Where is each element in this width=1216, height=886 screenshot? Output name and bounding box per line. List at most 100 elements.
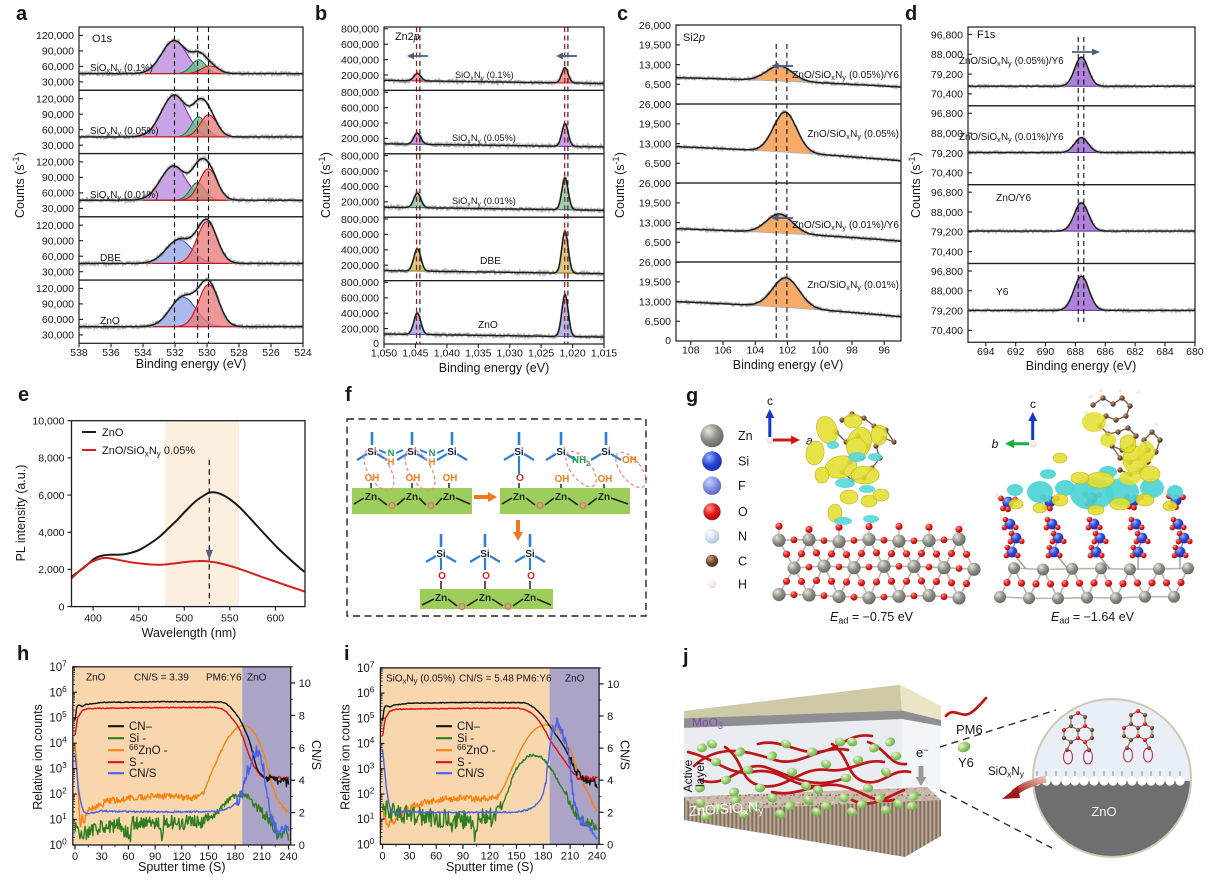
svg-text:400,000: 400,000: [341, 308, 379, 320]
svg-text:88,000: 88,000: [931, 207, 963, 219]
svg-text:70,400: 70,400: [931, 168, 963, 180]
svg-text:600: 600: [267, 613, 285, 625]
svg-text:Wavelength (nm): Wavelength (nm): [142, 626, 237, 640]
svg-text:26,000: 26,000: [639, 20, 671, 32]
svg-text:Zn: Zn: [365, 492, 377, 503]
svg-text:6: 6: [299, 743, 305, 755]
svg-text:210: 210: [253, 851, 271, 863]
svg-text:d: d: [905, 3, 917, 25]
svg-text:Sputter time (S): Sputter time (S): [138, 860, 226, 874]
svg-text:ZnO/SiOx Ny (0.01%)/Y6: ZnO/SiOx Ny (0.01%)/Y6: [792, 220, 899, 232]
svg-text:Zn: Zn: [598, 492, 610, 503]
svg-text:200,000: 200,000: [341, 260, 379, 272]
svg-text:Zn: Zn: [406, 492, 418, 503]
svg-text:ZnO/SiOx Ny (0.01%)/Y6: ZnO/SiOx Ny (0.01%)/Y6: [959, 132, 1064, 144]
svg-text:90,000: 90,000: [42, 299, 74, 311]
svg-text:O: O: [516, 473, 524, 484]
svg-text:2: 2: [607, 807, 613, 819]
svg-text:600,000: 600,000: [341, 293, 379, 305]
svg-text:200,000: 200,000: [341, 197, 379, 209]
svg-text:180: 180: [534, 850, 552, 862]
svg-text:79,200: 79,200: [931, 148, 963, 160]
svg-text:400,000: 400,000: [341, 181, 379, 193]
svg-text:30,000: 30,000: [42, 140, 74, 152]
svg-text:19,500: 19,500: [639, 119, 671, 131]
svg-text:400,000: 400,000: [341, 118, 379, 130]
svg-text:Zn: Zn: [435, 593, 447, 604]
svg-text:Zn: Zn: [443, 492, 455, 503]
svg-text:OH: OH: [622, 455, 637, 466]
svg-text:450: 450: [130, 613, 148, 625]
svg-text:h: h: [17, 643, 29, 665]
svg-text:6,000: 6,000: [38, 490, 64, 502]
svg-text:O: O: [527, 571, 535, 582]
svg-text:6,500: 6,500: [645, 237, 671, 249]
svg-text:13,000: 13,000: [639, 217, 671, 229]
svg-text:30,000: 30,000: [42, 267, 74, 279]
svg-text:1,015: 1,015: [591, 348, 617, 360]
svg-text:200,000: 200,000: [341, 70, 379, 82]
svg-text:ZnO: ZnO: [478, 320, 498, 331]
svg-text:Binding energy (eV): Binding energy (eV): [439, 361, 549, 375]
svg-text:Si: Si: [556, 447, 566, 458]
svg-text:OH: OH: [443, 473, 458, 484]
svg-text:400,000: 400,000: [341, 54, 379, 66]
svg-text:CN/S = 5.48: CN/S = 5.48: [459, 673, 514, 684]
svg-text:600,000: 600,000: [341, 39, 379, 51]
svg-text:26,000: 26,000: [639, 257, 671, 269]
svg-text:70,400: 70,400: [931, 246, 963, 258]
svg-text:692: 692: [1007, 346, 1025, 358]
svg-text:13,000: 13,000: [639, 59, 671, 71]
svg-text:4: 4: [299, 775, 305, 787]
svg-text:96,800: 96,800: [931, 266, 963, 278]
svg-text:13,000: 13,000: [639, 296, 671, 308]
svg-text:88,000: 88,000: [931, 286, 963, 298]
svg-text:1,025: 1,025: [528, 348, 554, 360]
svg-text:e: e: [18, 384, 29, 406]
svg-text:240: 240: [588, 850, 606, 862]
svg-text:N: N: [738, 530, 747, 544]
svg-text:O: O: [579, 501, 587, 512]
svg-text:Zn: Zn: [555, 492, 567, 503]
svg-text:O: O: [504, 602, 512, 613]
svg-text:CN/S: CN/S: [129, 768, 157, 780]
svg-text:b: b: [315, 3, 327, 25]
svg-text:26,000: 26,000: [639, 99, 671, 111]
svg-text:600,000: 600,000: [341, 166, 379, 178]
svg-text:SiOx Ny (0.05%): SiOx Ny (0.05%): [90, 126, 159, 138]
svg-text:O1s: O1s: [92, 33, 113, 45]
svg-text:ZnO/SiOx Ny (0.05%): ZnO/SiOx Ny (0.05%): [807, 129, 899, 141]
svg-text:0: 0: [607, 839, 613, 851]
svg-text:CN/S: CN/S: [309, 740, 323, 770]
svg-text:210: 210: [561, 850, 579, 862]
svg-text:30,000: 30,000: [42, 330, 74, 342]
svg-text:120,000: 120,000: [36, 94, 74, 106]
svg-text:F: F: [738, 479, 746, 493]
svg-text:layer: layer: [693, 761, 707, 787]
svg-text:6,500: 6,500: [645, 79, 671, 91]
svg-text:c: c: [1030, 397, 1036, 411]
svg-text:1,035: 1,035: [465, 348, 491, 360]
svg-text:CN/S = 3.39: CN/S = 3.39: [134, 672, 189, 683]
svg-text:0: 0: [380, 850, 386, 862]
svg-text:0: 0: [299, 840, 305, 852]
svg-text:Si: Si: [447, 447, 457, 458]
svg-text:800,000: 800,000: [341, 24, 379, 36]
svg-text:Binding energy (eV): Binding energy (eV): [733, 358, 843, 372]
svg-text:DBE: DBE: [100, 253, 121, 264]
svg-text:Sputter time (S): Sputter time (S): [446, 860, 534, 874]
svg-text:30,000: 30,000: [42, 203, 74, 215]
svg-text:OH: OH: [555, 474, 570, 485]
svg-text:686: 686: [1097, 346, 1115, 358]
svg-text:i: i: [344, 643, 350, 665]
svg-text:79,200: 79,200: [931, 69, 963, 81]
svg-text:536: 536: [102, 347, 120, 359]
svg-text:200,000: 200,000: [341, 323, 379, 335]
svg-text:ZnO/SiOx Ny (0.05%)/Y6: ZnO/SiOx Ny (0.05%)/Y6: [792, 70, 899, 82]
svg-text:1,030: 1,030: [497, 348, 523, 360]
svg-text:30: 30: [96, 851, 108, 863]
svg-text:4,000: 4,000: [38, 527, 64, 539]
svg-text:200,000: 200,000: [341, 133, 379, 145]
svg-text:C: C: [738, 554, 747, 568]
svg-text:10: 10: [299, 678, 311, 690]
